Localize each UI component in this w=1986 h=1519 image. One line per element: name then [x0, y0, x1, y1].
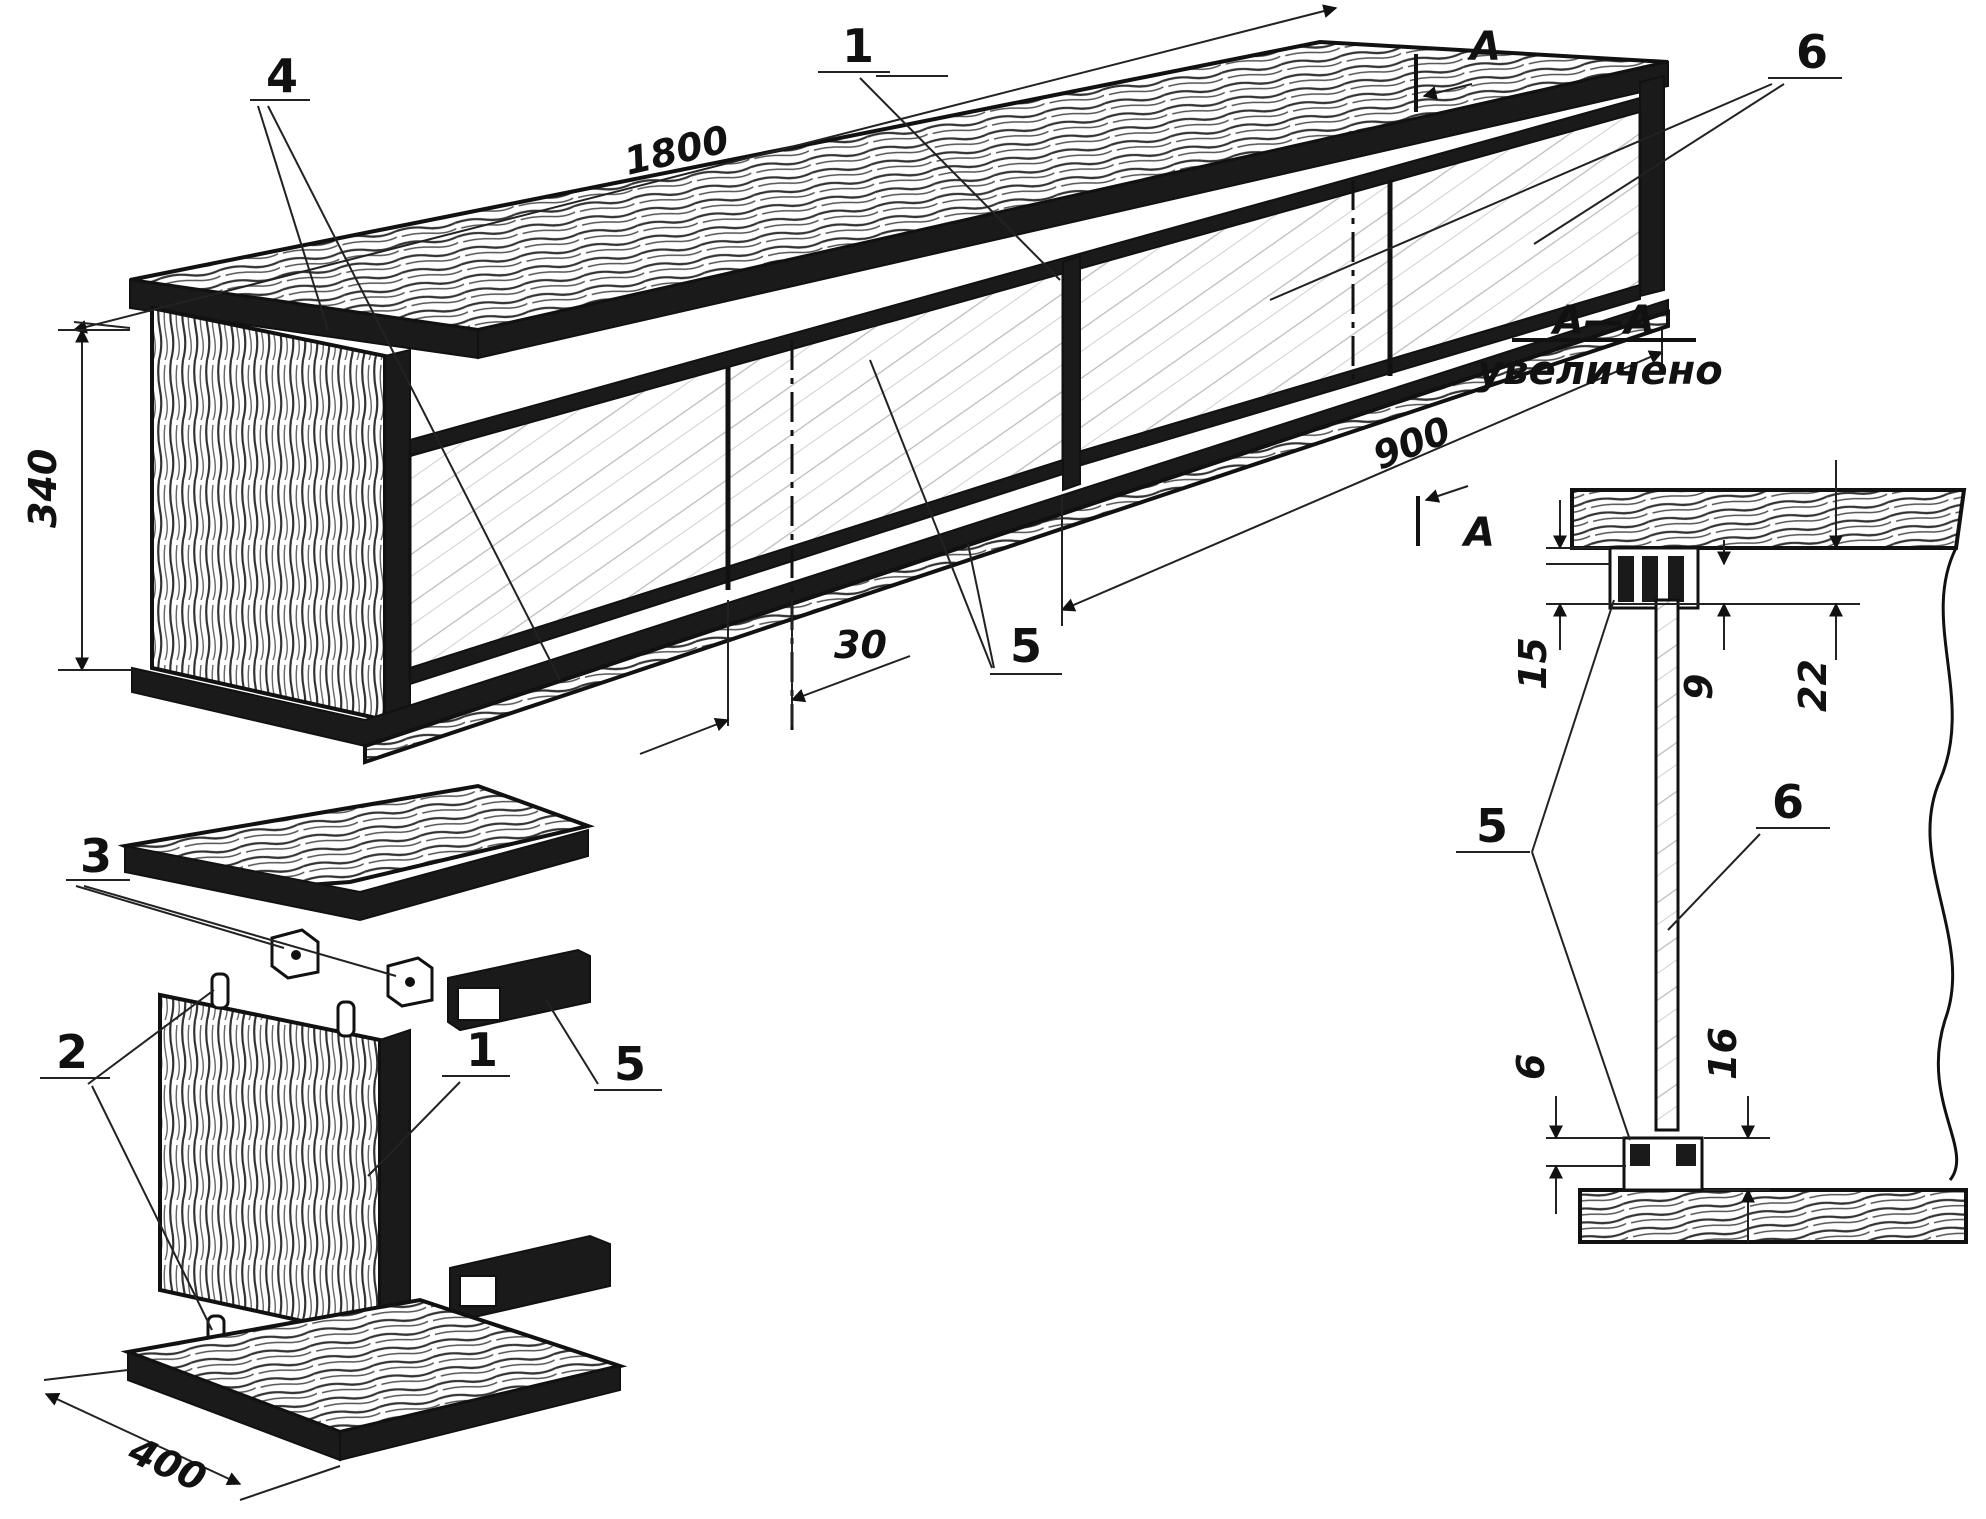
section-marker-bottom: A — [1416, 485, 1495, 556]
detail-base-board-edge-2 — [339, 1364, 621, 1462]
section-marker-top-text: A — [1467, 24, 1501, 70]
label-6-main: 6 — [1796, 25, 1828, 79]
callout-1-main: 1 — [818, 19, 1061, 281]
section-glass — [1654, 598, 1680, 1132]
section-marker-bottom-text: A — [1461, 510, 1495, 556]
section-top-slab — [1570, 488, 1967, 550]
pin-top-right — [336, 1000, 356, 1038]
label-1-main: 1 — [842, 19, 874, 73]
bracket-right — [386, 956, 434, 1008]
label-3: 3 — [80, 829, 112, 883]
dim-15-text: 15 — [1511, 637, 1555, 690]
callout-6-main: 6 — [876, 25, 1842, 301]
lower-rail-groove — [459, 1275, 497, 1307]
section-subtitle: увеличено — [1477, 348, 1723, 394]
dim-340-text: 340 — [21, 449, 65, 528]
callout-5-main: 5 — [869, 359, 1062, 675]
detail-side-panel — [158, 992, 382, 1341]
dim-9-text: 9 — [1677, 674, 1721, 700]
dim-6-text: 6 — [1509, 1054, 1553, 1080]
label-1-detail: 1 — [466, 1023, 498, 1077]
callout-2: 2 — [40, 989, 215, 1331]
callout-1-detail: 1 — [367, 1023, 510, 1177]
label-5-section: 5 — [1476, 799, 1508, 853]
section-title: A—A — [1550, 298, 1655, 344]
end-panel-edge — [384, 348, 411, 722]
callout-5-detail: 5 — [545, 999, 662, 1091]
detail-side-panel-edge — [379, 1028, 411, 1340]
exploded-detail — [117, 783, 628, 1462]
bracket-left — [270, 928, 320, 980]
rail-groove — [457, 987, 501, 1021]
end-panel — [150, 305, 387, 723]
detail-top-board-edge — [124, 828, 589, 922]
section-break-line — [1928, 547, 1959, 1181]
dim-16-text: 16 — [1701, 1027, 1745, 1080]
callout-4: 4 — [250, 49, 561, 681]
dim-gap: 30 — [639, 600, 911, 755]
dim-height: 340 — [21, 328, 132, 672]
right-end-post — [1639, 74, 1665, 298]
section-bottom-slab — [1578, 1188, 1968, 1244]
callout-3: 3 — [66, 829, 397, 977]
middle-divider — [1062, 254, 1081, 492]
label-6-section: 6 — [1772, 775, 1804, 829]
label-4: 4 — [266, 49, 298, 103]
showcase-assembly — [129, 39, 1670, 765]
label-2: 2 — [56, 1025, 88, 1079]
section-view: A—A увеличено — [1456, 298, 1968, 1244]
section-marker-top: A — [1414, 24, 1501, 112]
detail-base-board — [120, 1297, 628, 1435]
dim-30-text: 30 — [834, 623, 887, 667]
dim-22-text: 22 — [1791, 659, 1835, 712]
pin-top-left — [210, 972, 230, 1010]
dim-400-text: 400 — [121, 1428, 212, 1501]
label-5-detail: 5 — [614, 1037, 646, 1091]
label-5-main: 5 — [1010, 619, 1042, 673]
